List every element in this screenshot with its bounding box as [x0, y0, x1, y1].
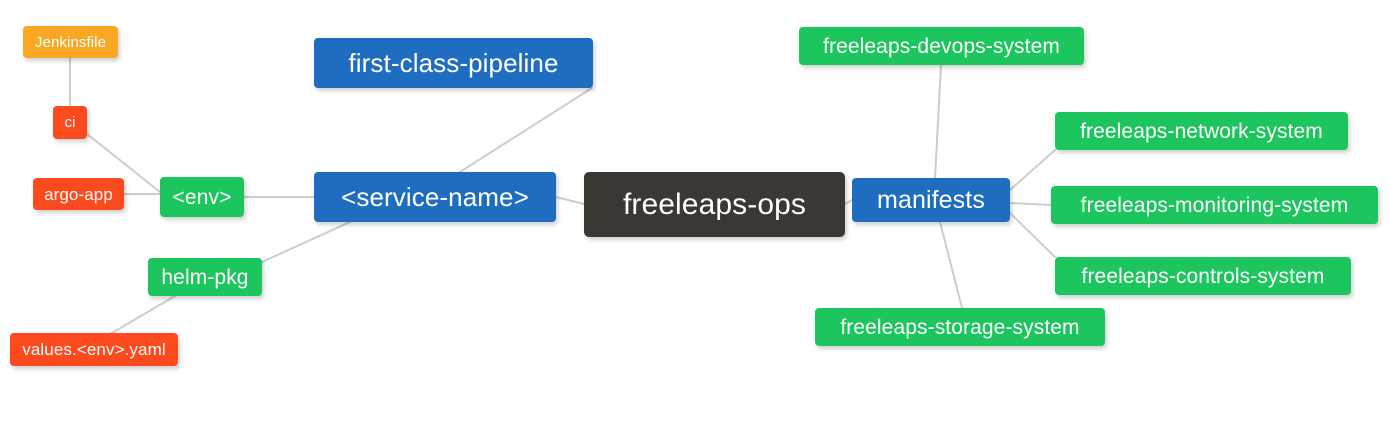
mindmap-edge — [1009, 202, 1052, 206]
mindmap-edge — [111, 295, 176, 334]
mindmap-node-jenkinsfile[interactable]: Jenkinsfile — [23, 26, 118, 58]
mindmap-node-service-name[interactable]: <service-name> — [314, 172, 556, 222]
mindmap-node-freeleaps-devops-system[interactable]: freeleaps-devops-system — [799, 27, 1084, 65]
mindmap-node-helm-pkg[interactable]: helm-pkg — [148, 258, 262, 296]
mindmap-edge — [1009, 212, 1056, 258]
mindmap-edge — [934, 64, 942, 179]
mindmap-edge — [939, 221, 963, 309]
mindmap-node-values-yaml[interactable]: values.<env>.yaml — [10, 333, 178, 366]
mindmap-node-freeleaps-network-system[interactable]: freeleaps-network-system — [1055, 112, 1348, 150]
mindmap-node-freeleaps-monitoring-system[interactable]: freeleaps-monitoring-system — [1051, 186, 1378, 224]
mindmap-edge — [555, 196, 585, 205]
mindmap-node-ci[interactable]: ci — [53, 106, 87, 139]
mindmap-node-freeleaps-controls-system[interactable]: freeleaps-controls-system — [1055, 257, 1351, 295]
mindmap-node-freeleaps-storage-system[interactable]: freeleaps-storage-system — [815, 308, 1105, 346]
mindmap-node-env[interactable]: <env> — [160, 177, 244, 217]
mindmap-node-freeleaps-ops[interactable]: freeleaps-ops — [584, 172, 845, 237]
mindmap-node-argo-app[interactable]: argo-app — [33, 178, 124, 210]
mindmap-edge — [261, 221, 351, 263]
mindmap-node-first-class-pipeline[interactable]: first-class-pipeline — [314, 38, 593, 88]
mindmap-edge — [844, 199, 853, 205]
mindmap-node-manifests[interactable]: manifests — [852, 178, 1010, 222]
mindmap-edge — [459, 87, 593, 173]
mindmap-edge — [1009, 149, 1056, 191]
